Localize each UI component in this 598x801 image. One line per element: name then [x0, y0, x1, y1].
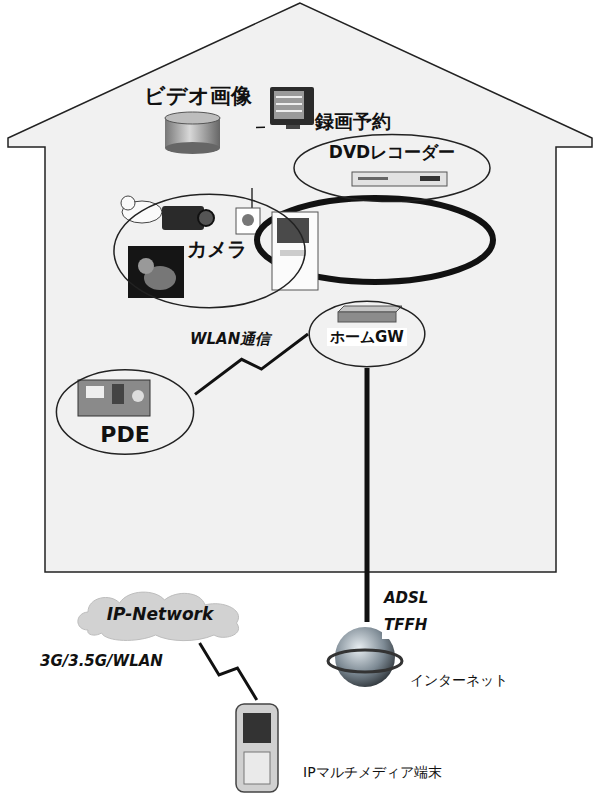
wireless-link	[200, 643, 257, 700]
recorder-body	[352, 172, 447, 186]
camcorder-lens	[198, 210, 214, 226]
pde-board	[78, 380, 150, 416]
house-outline	[8, 3, 592, 572]
edge-label-box: WLAN通信	[188, 330, 272, 348]
node-label: ビデオ画像	[144, 84, 252, 109]
board-chip	[86, 386, 104, 398]
ellipse-shape	[56, 370, 193, 454]
cloud-shape	[78, 592, 239, 641]
intercom-panel	[272, 212, 318, 290]
monitor-case	[270, 87, 314, 125]
recorder-slot	[358, 177, 388, 180]
globe-ring	[328, 650, 402, 672]
phone-body	[236, 704, 278, 792]
mobile-phone	[236, 704, 278, 792]
board-part	[132, 390, 144, 402]
toy-head	[121, 196, 135, 210]
link-line	[256, 126, 265, 128]
panel-body	[272, 212, 318, 290]
screen-line	[276, 110, 302, 112]
pet-toy	[121, 196, 162, 223]
edge-label-box: ADSL TFFH	[382, 585, 438, 639]
network-camera	[236, 188, 260, 234]
node-label: カメラ	[187, 237, 247, 261]
camera-ellipse: カメラ	[112, 192, 307, 310]
cylinder-bottom	[165, 142, 220, 154]
cat-photo	[128, 246, 184, 298]
gateway-ellipse: ホームGW	[308, 300, 426, 368]
dvd-recorder	[352, 172, 447, 186]
ellipse-shape	[114, 194, 305, 307]
cylinder-top	[165, 112, 220, 124]
pde-ellipse: PDE	[55, 368, 195, 456]
monitor-stand	[286, 125, 300, 129]
phone-screen	[243, 713, 271, 743]
cat-head	[138, 258, 154, 274]
ellipse-shape	[309, 301, 425, 366]
recorder-ellipse: DVDレコーダー	[292, 133, 492, 203]
edge-label: 3G/3.5G/WLAN	[38, 652, 165, 670]
storage-node: ビデオ画像	[140, 84, 256, 154]
netcam-body	[236, 208, 260, 234]
board-part	[112, 384, 124, 404]
panel-screen	[277, 218, 309, 243]
edge-label-box: 3G/3.5G/WLAN	[38, 652, 165, 670]
terminal-node: IPマルチメディア端末	[228, 700, 468, 796]
node-label: IPマルチメディア端末	[303, 764, 442, 781]
monitor-screen	[274, 91, 304, 119]
node-label: IP-Network	[107, 604, 214, 624]
photo-frame	[128, 246, 184, 298]
camera-antenna	[251, 188, 253, 208]
edge-label: ADSL TFFH	[382, 585, 438, 639]
node-label: PDE	[100, 422, 149, 448]
screen-line	[276, 96, 302, 98]
phone-keypad	[244, 752, 270, 784]
recorder-display	[420, 176, 440, 181]
node-label: ホームGW	[327, 328, 407, 346]
panel-button	[280, 250, 306, 256]
board-base	[78, 380, 150, 416]
ellipse-shape	[294, 134, 490, 201]
camcorder	[162, 206, 214, 230]
tv-monitor	[270, 87, 314, 129]
screen-line	[276, 103, 302, 105]
node-label: 録画予約	[315, 110, 391, 133]
access-line	[365, 368, 370, 622]
network-cloud: IP-Network	[70, 585, 250, 643]
gw-top	[338, 306, 402, 312]
node-label: インターネット	[410, 672, 508, 689]
netcam-lens	[242, 214, 254, 226]
gateway-box	[338, 306, 402, 322]
edge-label: WLAN通信	[188, 330, 272, 348]
storage-cylinder	[165, 112, 220, 154]
gw-front	[338, 312, 396, 322]
node-label: DVDレコーダー	[329, 142, 455, 162]
